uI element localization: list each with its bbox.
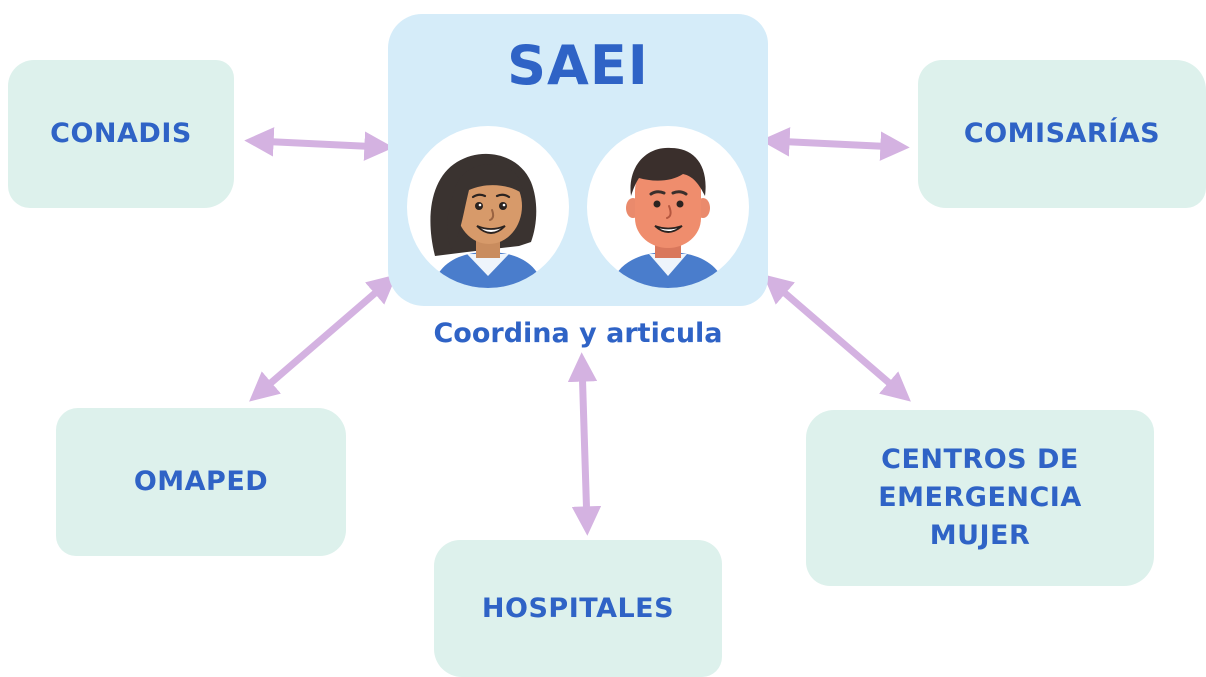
woman-illustration [430,153,543,288]
node-conadis: CONADIS [8,60,234,208]
center-title: SAEI [507,34,649,97]
center-caption: Coordina y articula [433,318,723,349]
arrow-conadis [244,127,394,161]
center-card-saei: SAEI [388,14,768,306]
node-omaped: OMAPED [56,408,346,556]
node-comisarias: COMISARÍAS [918,60,1206,208]
arrow-centros [763,274,911,402]
woman-avatar [407,126,569,288]
node-centros-emergencia-mujer: CENTROS DE EMERGENCIA MUJER [806,410,1154,586]
node-hospitales: HOSPITALES [434,540,722,677]
node-hospitales-label: HOSPITALES [481,592,675,624]
node-centros-label: CENTROS DE EMERGENCIA MUJER [878,444,1082,551]
node-omaped-label: OMAPED [133,466,269,497]
man-illustration [611,147,725,288]
arrow-hospitales [567,352,602,536]
arrow-comisarias [760,127,910,161]
node-comisarias-label: COMISARÍAS [963,118,1161,149]
man-avatar [587,126,749,288]
node-conadis-label: CONADIS [50,118,192,149]
arrow-omaped [249,274,397,402]
